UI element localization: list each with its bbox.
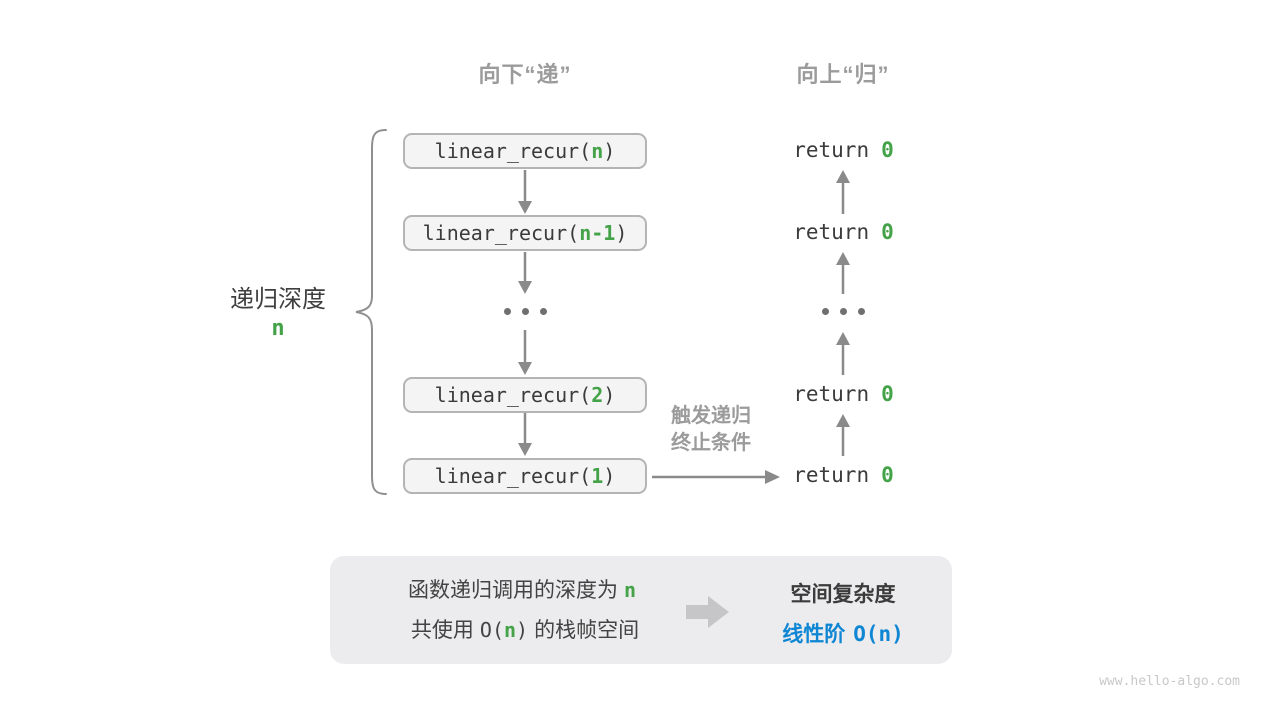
call-fn-text: linear_recur( (434, 464, 592, 488)
header-downward-recurse: 向下“递” (478, 62, 572, 87)
big-o-arg: n (504, 618, 517, 642)
arrow-down-icon (518, 170, 532, 214)
watermark: www.hello-algo.com (1099, 674, 1240, 689)
call-close-paren: ) (603, 464, 616, 488)
space-complexity-title: 空间复杂度 (790, 583, 896, 606)
header-upward-return: 向上“归” (796, 62, 890, 87)
return-keyword: return (793, 463, 870, 487)
arrow-up-icon (836, 332, 850, 375)
return-keyword: return (793, 138, 870, 162)
trigger-line1: 触发递归 (671, 405, 751, 427)
return-row: return 0 (781, 137, 906, 163)
call-arg: n (591, 139, 604, 163)
call-box-n-1: linear_recur(n-1) (403, 215, 647, 251)
return-value: 0 (881, 382, 894, 406)
big-o-open: O( (479, 618, 504, 642)
call-box-n: linear_recur(n) (403, 133, 647, 169)
trigger-line2: 终止条件 (671, 432, 751, 454)
arrow-up-icon (836, 414, 850, 456)
call-fn-text: linear_recur( (434, 139, 592, 163)
call-close-paren: ) (615, 221, 628, 245)
recursion-depth-value: n (271, 316, 285, 341)
ellipsis-right (813, 303, 873, 319)
summary-depth-highlight: n (623, 578, 637, 602)
call-fn-text: linear_recur( (422, 221, 580, 245)
call-arg: 2 (591, 383, 604, 407)
space-complexity-value: 线性阶 O(n) (748, 618, 938, 648)
arrow-down-icon (518, 252, 532, 294)
complexity-big-o: O(n) (853, 622, 904, 646)
summary-space-prefix: 共使用 (410, 619, 474, 642)
complexity-order-label: 线性阶 (782, 623, 846, 646)
call-close-paren: ) (603, 139, 616, 163)
return-row: return 0 (781, 462, 906, 488)
return-value: 0 (881, 220, 894, 244)
return-row: return 0 (781, 381, 906, 407)
arrow-right-icon (652, 470, 780, 484)
summary-space-suffix: 的栈帧空间 (534, 619, 640, 642)
depth-brace (355, 129, 387, 495)
call-box-1: linear_recur(1) (403, 458, 647, 494)
call-fn-text: linear_recur( (434, 383, 592, 407)
recursion-depth-label: 递归深度 (230, 286, 326, 313)
trigger-termination-label: 触发递归 终止条件 (629, 403, 793, 457)
call-arg: 1 (591, 464, 604, 488)
return-keyword: return (793, 220, 870, 244)
ellipsis-left (495, 303, 555, 319)
return-row: return 0 (781, 219, 906, 245)
return-value: 0 (881, 138, 894, 162)
call-close-paren: ) (603, 383, 616, 407)
return-keyword: return (793, 382, 870, 406)
call-arg: n-1 (579, 221, 616, 245)
return-value: 0 (881, 463, 894, 487)
block-arrow-right-icon (686, 596, 729, 628)
call-box-2: linear_recur(2) (403, 377, 647, 413)
big-o-close: ) (516, 618, 529, 642)
arrow-down-icon (518, 413, 532, 456)
summary-depth-text: 函数递归调用的深度为 (407, 579, 618, 602)
arrow-down-icon (518, 330, 532, 375)
arrow-up-icon (836, 252, 850, 294)
arrow-up-icon (836, 170, 850, 214)
